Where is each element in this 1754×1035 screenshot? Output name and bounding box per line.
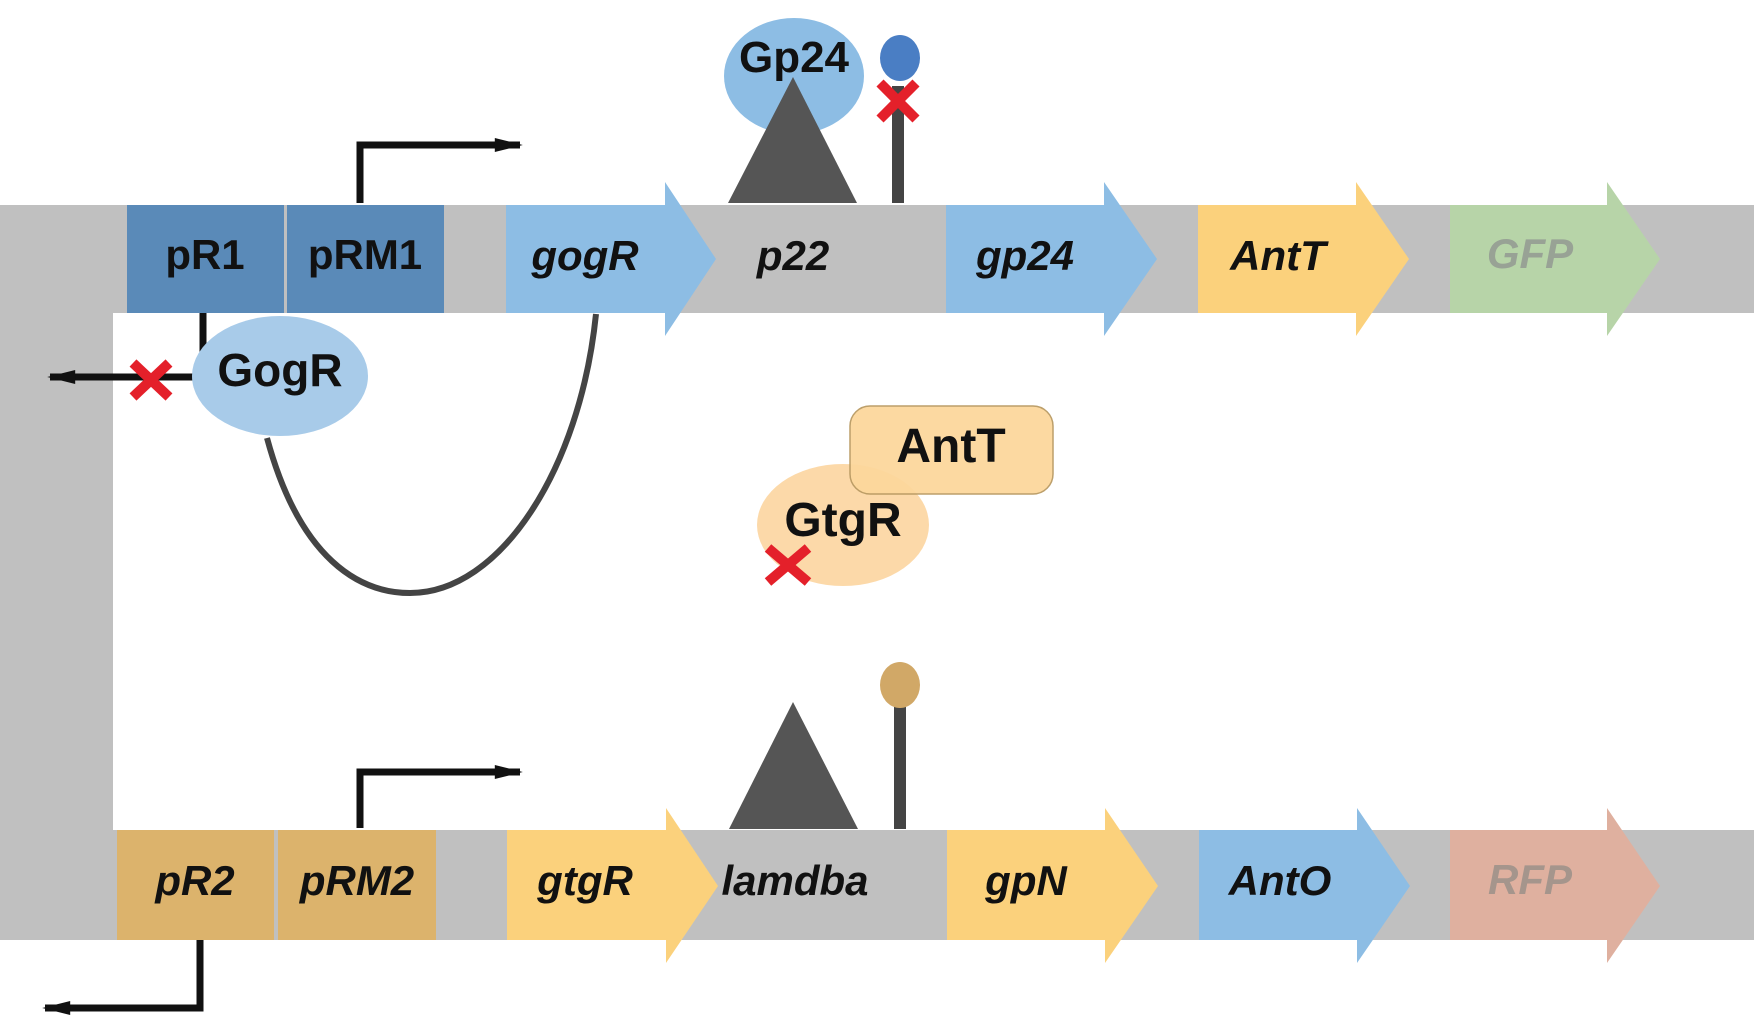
bottom-circuit: pR2 pRM2 gtgR lamdba gpN AntO RFP [42,662,1660,1015]
gogr-blocked-x-icon [129,359,173,401]
reporter-gfp-arrow [1450,182,1660,336]
promoter-prm2-label: pRM2 [299,857,414,904]
site-p22-label: p22 [756,232,829,279]
protein-antt [849,405,1054,495]
promoter-pr2-label: pR2 [154,857,234,904]
reporter-rfp-arrow [1450,808,1660,963]
gene-antt-arrow [1198,182,1409,336]
gtgr-blocked-x-icon [764,544,812,586]
protein-gp24-label: Gp24 [739,33,850,82]
binding-site-triangle-icon [729,702,858,829]
protein-antt-label: AntT [896,420,1005,473]
promoter-pr1 [127,205,284,313]
terminator-head-icon [880,35,920,81]
promoter-pr2 [117,830,274,940]
prm2-transcription-arrow-icon [356,765,523,828]
promoter-prm1 [287,205,444,313]
gene-gogr-label: gogR [530,232,639,279]
gene-gogr-arrow [506,182,716,336]
promoter-prm1-label: pRM1 [308,231,422,278]
protein-gtgr-label: GtgR [784,494,901,547]
promoter-prm2 [278,830,436,940]
terminator-head-icon [880,662,920,708]
gene-gp24-label: gp24 [975,232,1074,279]
gogr-feedback: GogR [47,313,599,597]
gene-anto-arrow [1199,808,1410,963]
gogr-feedback-loop [264,313,599,597]
gene-gpn-arrow [947,808,1158,963]
gene-gtgr-label: gtgR [536,857,633,904]
gene-gtgr-arrow [507,808,718,963]
gene-anto-label: AntO [1228,857,1332,904]
pr2-reverse-arrow-icon [42,940,204,1015]
gene-antt-label: AntT [1229,232,1329,279]
protein-gogr-label: GogR [217,344,342,396]
antt-gtgr-complex: AntT GtgR [757,405,1054,586]
terminator-blocked-x-icon [876,79,920,123]
gene-gp24-arrow [946,182,1157,336]
protein-gp24 [724,18,864,134]
site-lamdba-label: lamdba [721,857,868,904]
promoter-pr1-label: pR1 [165,231,244,278]
prm1-transcription-arrow-icon [356,138,523,203]
reporter-gfp-label: GFP [1487,230,1574,277]
top-circuit: pR1 pRM1 gogR p22 gp24 AntT GFP Gp24 [127,18,1660,336]
protein-gogr [192,316,368,436]
gene-gpn-label: gpN [984,857,1068,904]
binding-site-triangle-icon [728,77,857,203]
reporter-rfp-label: RFP [1488,856,1573,903]
